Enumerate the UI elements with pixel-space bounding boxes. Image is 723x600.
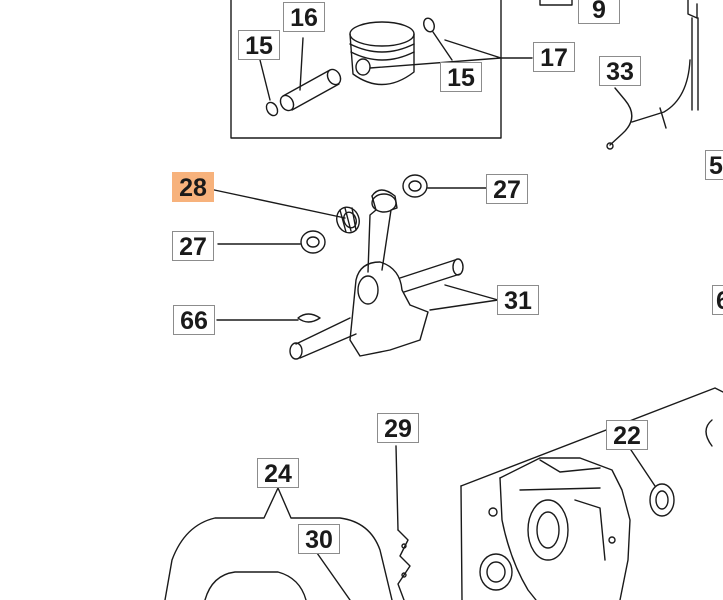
part-label-15-left[interactable]: 15 <box>238 30 280 60</box>
part-label-31[interactable]: 31 <box>497 285 539 315</box>
part-label-24[interactable]: 24 <box>257 458 299 488</box>
circlip-right-drawing <box>423 17 453 61</box>
part-label-29[interactable]: 29 <box>377 413 419 443</box>
piston-kit-box <box>230 0 533 139</box>
part-label-15-right[interactable]: 15 <box>440 62 482 92</box>
part-label-27-left[interactable]: 27 <box>172 231 214 261</box>
piston-drawing <box>349 21 415 86</box>
woodruff-key-drawing <box>216 313 321 323</box>
part-label-66[interactable]: 66 <box>173 305 215 335</box>
main-bearing-left-drawing <box>479 553 513 591</box>
crankshaft-drawing <box>289 189 499 360</box>
top-right-fragments <box>539 0 699 111</box>
part-label-16[interactable]: 16 <box>283 2 325 32</box>
part-label-33[interactable]: 33 <box>599 56 641 86</box>
part-label-5-partial[interactable]: 5 <box>705 150 723 180</box>
part-label-27-right[interactable]: 27 <box>486 174 528 204</box>
needle-bearing-drawing <box>336 206 360 234</box>
part-label-30[interactable]: 30 <box>298 524 340 554</box>
part-label-6-partial[interactable]: 6 <box>712 285 723 315</box>
crankcase-bracket <box>164 487 393 600</box>
cylinder-housing-drawing <box>460 387 723 600</box>
gasket-drawing <box>395 445 411 600</box>
part-label-22[interactable]: 22 <box>606 420 648 450</box>
part-label-9[interactable]: 9 <box>578 0 620 24</box>
circlip-left-drawing <box>259 59 279 117</box>
thrust-washer-top-drawing <box>402 174 487 198</box>
part-label-28-highlighted[interactable]: 28 <box>172 172 214 202</box>
part-label-17[interactable]: 17 <box>533 42 575 72</box>
ignition-lead-drawing <box>606 59 691 150</box>
piston-pin-drawing <box>279 37 342 112</box>
main-bearing-right-drawing <box>628 446 675 517</box>
thrust-washer-left-drawing <box>217 230 326 254</box>
